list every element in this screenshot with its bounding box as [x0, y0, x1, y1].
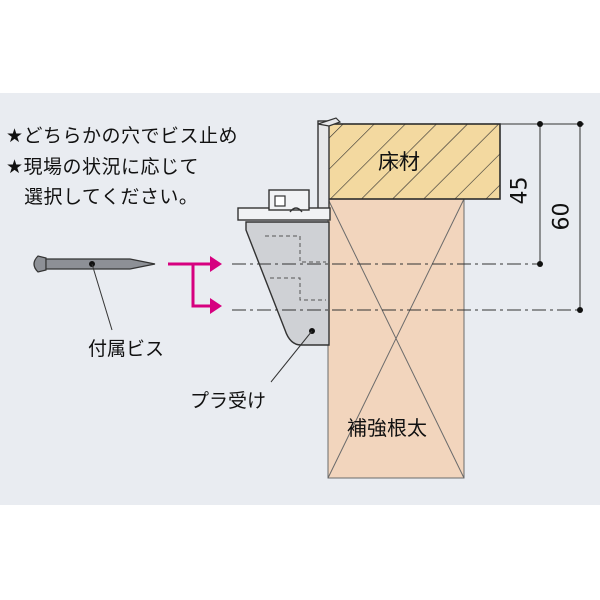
- note-line-1: ★どちらかの穴でビス止め: [6, 125, 239, 147]
- note-line-3: 選択してください。: [24, 186, 199, 208]
- trim-profile: [237, 117, 342, 221]
- dimension-45: 45: [507, 176, 533, 205]
- screw-label: 付属ビス: [88, 338, 165, 360]
- dimension-60: 60: [549, 202, 575, 231]
- plastic-bracket-label: プラ受け: [190, 390, 267, 412]
- screw-direction-arrows: [168, 256, 222, 314]
- reinforcing-joist-label: 補強根太: [347, 416, 427, 440]
- floor-material-label: 床材: [378, 150, 420, 174]
- plastic-bracket: [245, 221, 330, 346]
- note-line-2: ★現場の状況に応じて: [6, 156, 200, 178]
- screw: [33, 255, 156, 273]
- leader-lines: [91, 263, 313, 383]
- reinforcing-joist: [327, 198, 465, 479]
- center-lines: [232, 263, 580, 311]
- dimension-lines: [500, 121, 584, 313]
